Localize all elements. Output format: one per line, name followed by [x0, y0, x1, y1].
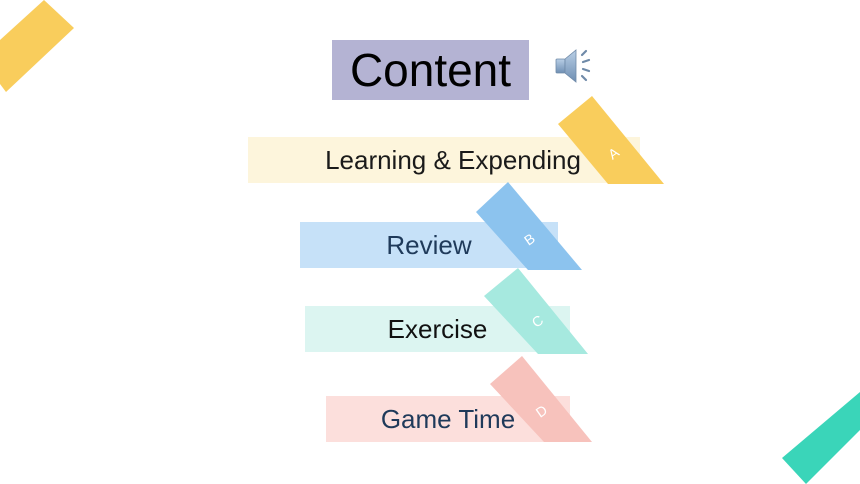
page-title: Content	[349, 44, 512, 96]
menu-tab-a: A	[558, 96, 664, 184]
menu-label: Review	[386, 229, 472, 260]
speaker-icon[interactable]	[552, 42, 600, 90]
menu-bar: Learning & Expending	[248, 137, 640, 183]
menu-tab-b: B	[476, 182, 582, 270]
menu-label: Exercise	[387, 313, 488, 344]
corner-tape-top-left	[0, 0, 74, 92]
corner-tape-bottom-right	[782, 392, 860, 484]
page-title-box: Content	[332, 40, 529, 100]
menu-label: Game Time	[380, 403, 516, 434]
menu-tab-d: D	[490, 356, 592, 442]
menu-label: Learning & Expending	[325, 144, 581, 175]
menu-tab-c: C	[484, 268, 588, 354]
